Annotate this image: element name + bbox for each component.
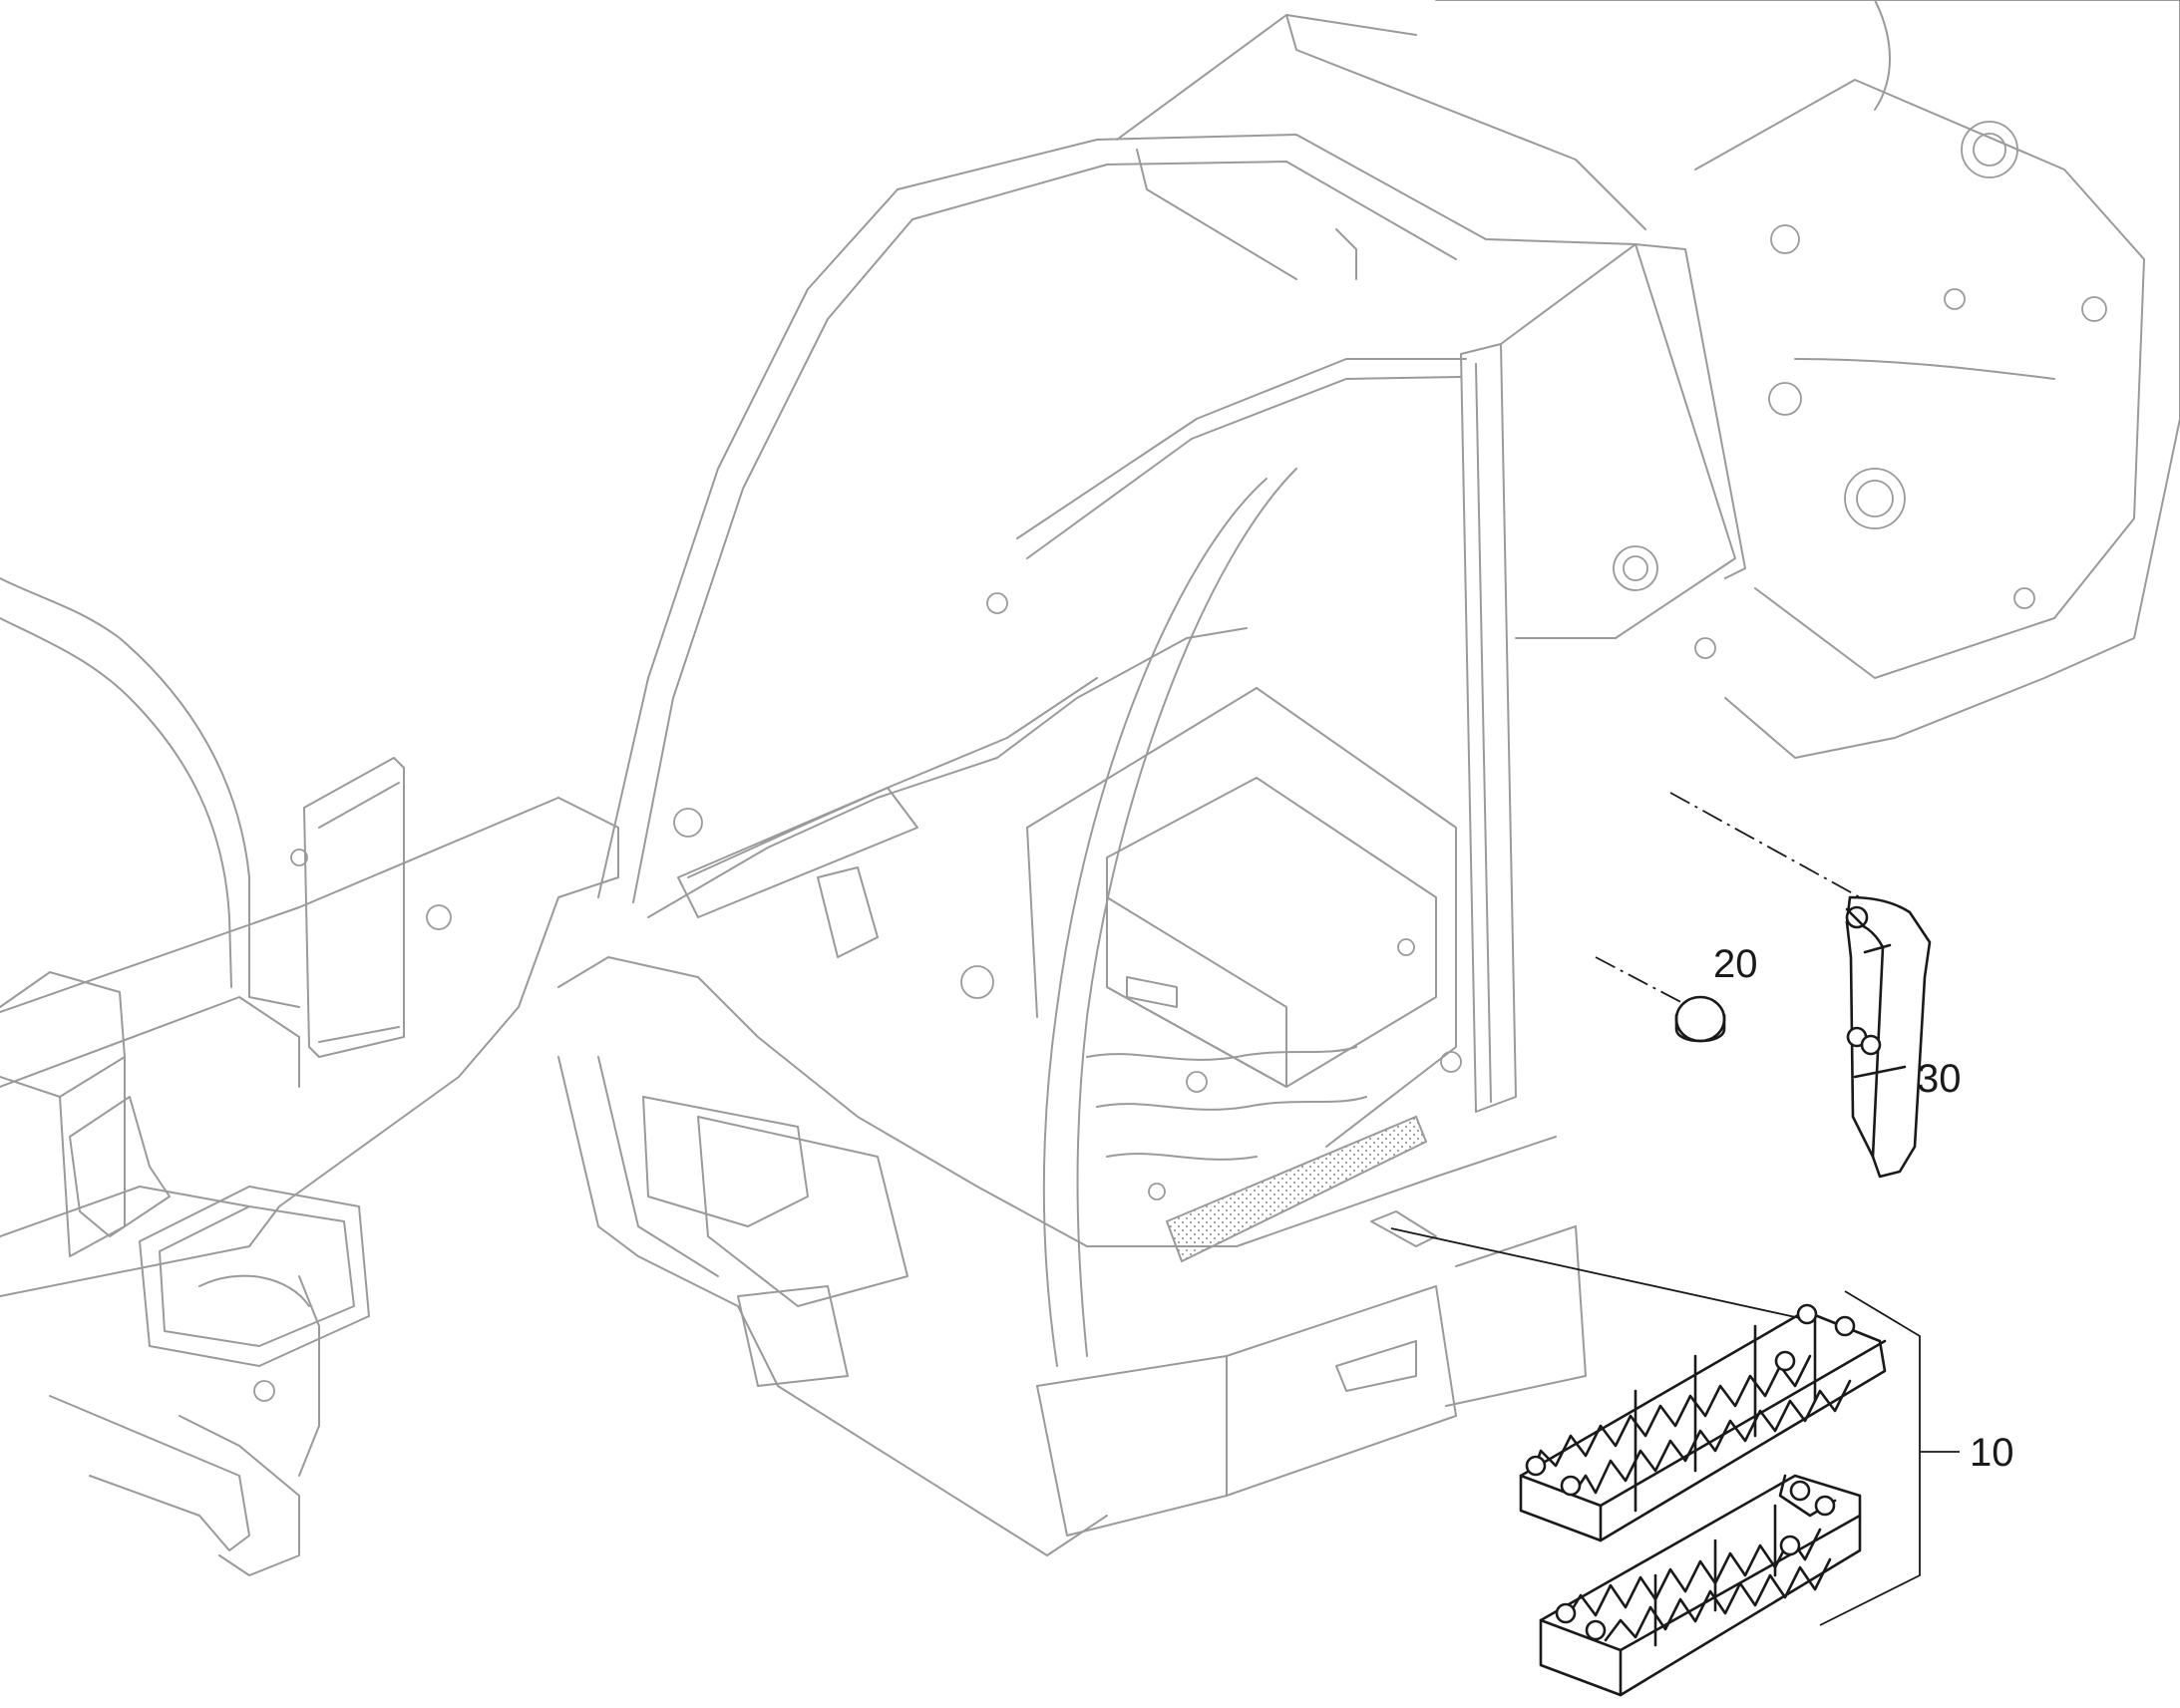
handrail-axis-line: [1669, 792, 1861, 898]
dashboard-console: [647, 627, 1248, 918]
cab-arch-outer: [597, 134, 1636, 898]
step-leader-to-cab: [1390, 1227, 1801, 1319]
door-frame-curve: [1042, 478, 1268, 1367]
leader-lines: [1390, 1227, 1960, 1626]
assembly-axis-lines: [1595, 792, 1861, 1008]
cab-sill-step-grating: [1165, 1115, 1428, 1263]
step-assembly-part: [1519, 1303, 1887, 1697]
cab-arch-inner: [632, 161, 1457, 903]
right-rear-plate: [1435, 0, 2180, 759]
handrail-part: [1845, 895, 1932, 1179]
machine-frame-ghost: [0, 0, 2180, 1576]
callout-10-label: 10: [1970, 1431, 2014, 1475]
left-hopper: [139, 1186, 370, 1367]
floor-box: [1106, 777, 1437, 1088]
cab-lower-body: [557, 956, 1557, 1247]
plug-cap-part: [1674, 995, 1726, 1043]
callout-30-label: 30: [1917, 1057, 1962, 1101]
lower-step: [1539, 1474, 1862, 1697]
left-bracket-plate: [303, 757, 405, 1058]
callout-20-label: 20: [1713, 942, 1758, 986]
engine-cover-outline: [0, 577, 300, 1008]
engine-cover-inner: [0, 617, 232, 988]
plug-axis-line: [1595, 956, 1691, 1008]
left-chassis-rail: [0, 797, 619, 1297]
step-assembly-bracket: [1819, 1290, 1921, 1626]
upper-step: [1519, 1303, 1887, 1542]
cab-right-pillar: [1460, 343, 1517, 1113]
